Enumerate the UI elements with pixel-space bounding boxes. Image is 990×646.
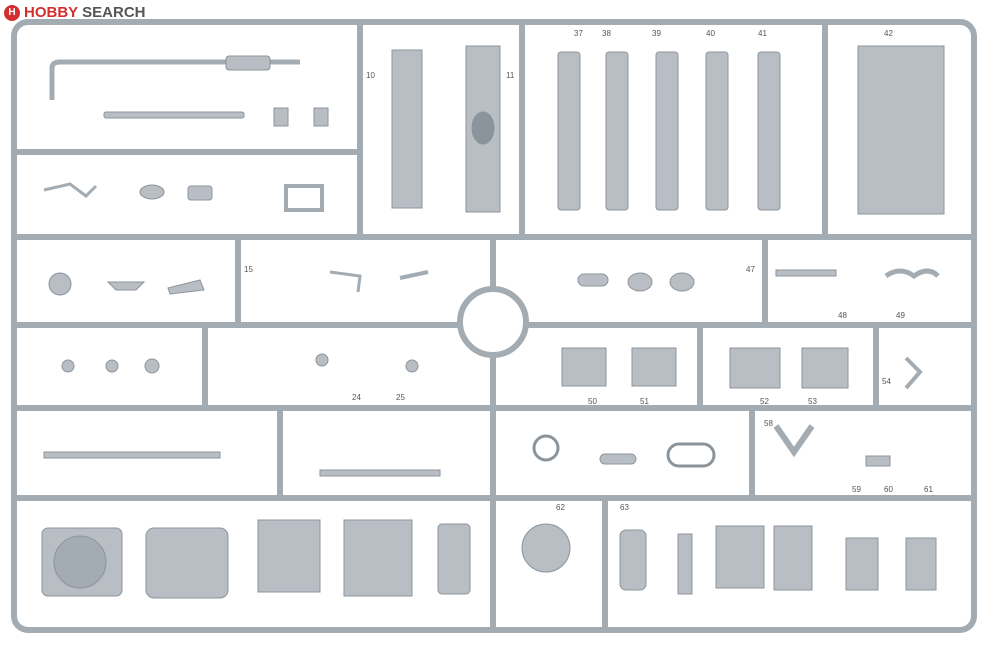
bracket-part <box>273 107 289 127</box>
part-number: 51 <box>640 397 649 406</box>
hatch-disc-part <box>53 535 107 589</box>
link-part <box>577 273 609 287</box>
bracket-part-54 <box>904 356 923 390</box>
part-number: 42 <box>884 29 893 38</box>
antenna-part <box>775 269 837 277</box>
knob-part <box>105 359 119 373</box>
part-number: 39 <box>652 29 661 38</box>
plate-part-42 <box>857 45 945 215</box>
plate-part-52 <box>729 347 781 389</box>
belt-part <box>666 442 716 468</box>
hobby-search-logo: H HOBBY SEARCH <box>4 4 146 21</box>
part-number: 11 <box>506 71 515 80</box>
part-number: 63 <box>620 503 629 512</box>
bracket-part <box>845 537 879 591</box>
bracket-part <box>905 537 937 591</box>
part-number: 37 <box>574 29 583 38</box>
part-number: 38 <box>602 29 611 38</box>
yoke-part-58 <box>773 424 815 458</box>
logo-brand: HOBBY <box>24 4 79 21</box>
handle-part <box>399 270 429 280</box>
fan-part <box>532 434 560 462</box>
bracket-part <box>313 107 329 127</box>
cylinder-part-63 <box>677 533 693 595</box>
part-number: 10 <box>366 71 375 80</box>
lever-part <box>43 182 98 198</box>
part-number: 60 <box>884 485 893 494</box>
panel-part-40 <box>705 51 729 211</box>
panel-part-37 <box>557 51 581 211</box>
knob-part <box>61 359 75 373</box>
housing-part-62 <box>619 529 647 591</box>
engine-panel-part <box>343 519 413 597</box>
hub-part <box>669 272 695 292</box>
sprue-center-ring <box>457 286 529 358</box>
part-number: 47 <box>746 265 755 274</box>
part-number: 61 <box>924 485 933 494</box>
exhaust-pipe-part <box>49 59 300 100</box>
part-number: 62 <box>556 503 565 512</box>
exhaust-part <box>884 268 940 280</box>
part-number: 48 <box>838 311 847 320</box>
part-number: 41 <box>758 29 767 38</box>
plate-part-53 <box>801 347 849 389</box>
logo-suffix: SEARCH <box>82 4 146 21</box>
part-number: 54 <box>882 377 891 386</box>
cylinder-part <box>437 523 471 595</box>
knob-part <box>405 359 419 373</box>
rod-part <box>103 111 245 119</box>
gear-part <box>48 272 72 296</box>
part-number: 52 <box>760 397 769 406</box>
hatch-plate-part <box>145 527 229 599</box>
arm-part <box>167 279 205 295</box>
tank-part <box>139 184 165 200</box>
dome-part <box>521 523 571 573</box>
part-number: 50 <box>588 397 597 406</box>
part-number: 53 <box>808 397 817 406</box>
muffler-part <box>225 55 271 71</box>
panel-part-39 <box>655 51 679 211</box>
tank-part <box>187 185 213 201</box>
frame-part <box>284 184 324 212</box>
rod-part <box>43 451 221 459</box>
knob-part <box>315 353 329 367</box>
panel-part <box>715 525 765 589</box>
part-number: 25 <box>396 393 405 402</box>
hose-part <box>329 270 362 293</box>
panel-part <box>773 525 813 591</box>
part-number: 49 <box>896 311 905 320</box>
part-number: 40 <box>706 29 715 38</box>
belt-part <box>599 453 637 465</box>
plate-part-51 <box>631 347 677 387</box>
engine-panel-part <box>257 519 321 593</box>
part-number: 24 <box>352 393 361 402</box>
knob-part <box>144 358 160 374</box>
plate-part-50 <box>561 347 607 387</box>
part-number: 58 <box>764 419 773 428</box>
part-number: 59 <box>852 485 861 494</box>
panel-part-38 <box>605 51 629 211</box>
part-number: 15 <box>244 265 253 274</box>
clip-part-60 <box>865 455 891 467</box>
arm-part <box>106 281 146 291</box>
rail-part-10 <box>391 49 423 209</box>
logo-mark: H <box>4 4 20 21</box>
panel-part-41 <box>757 51 781 211</box>
rod-part <box>319 469 441 477</box>
hub-part <box>627 272 653 292</box>
hatch-part <box>471 111 495 145</box>
